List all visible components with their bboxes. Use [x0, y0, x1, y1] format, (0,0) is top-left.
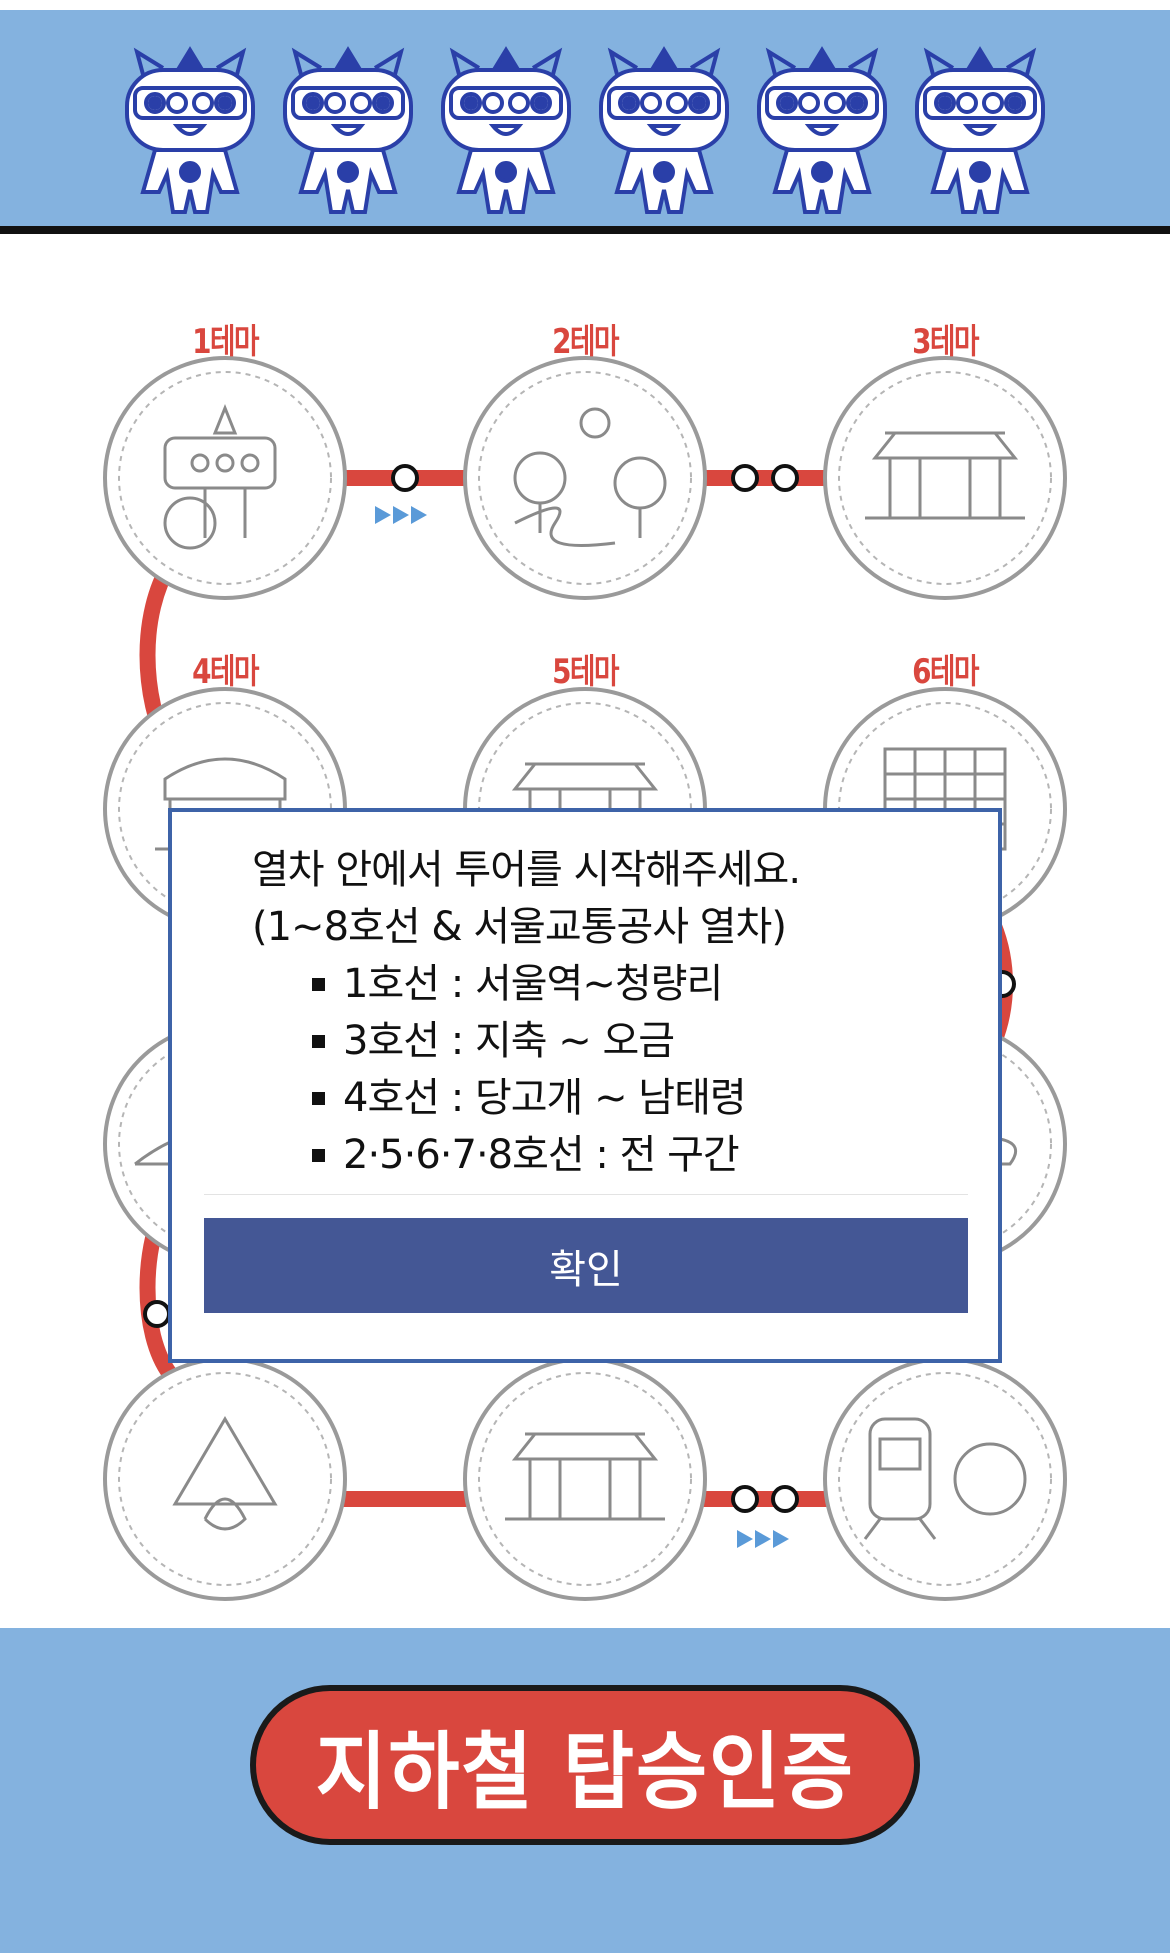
theme-stop-11[interactable]	[823, 1357, 1067, 1601]
mascot-stamp-icon	[163, 403, 277, 550]
subway-mascot-icon	[905, 42, 1055, 232]
theme-stop-9[interactable]	[103, 1357, 347, 1601]
train-mascot-icon	[863, 1417, 1027, 1540]
subway-mascot-icon	[589, 42, 739, 232]
list-item: 4호선 : 당고개 ~ 남태령	[312, 1070, 952, 1127]
station-dot	[771, 1485, 799, 1513]
theme-stop-1[interactable]	[103, 356, 347, 600]
palace-icon	[865, 431, 1025, 520]
subway-boarding-verify-button[interactable]: 지하철 탑승인증	[250, 1685, 920, 1845]
line-section-list: 1호선 : 서울역~청량리 3호선 : 지축 ~ 오금 4호선 : 당고개 ~ …	[252, 956, 952, 1184]
gate-icon	[505, 1432, 665, 1521]
cta-label: 지하철 탑승인증	[315, 1722, 855, 1821]
theme-label-4: 4테마	[192, 652, 259, 692]
park-landscape-icon	[513, 407, 667, 547]
dialog-message: 열차 안에서 투어를 시작해주세요.	[252, 847, 801, 893]
station-dot	[771, 464, 799, 492]
subway-mascot-icon	[115, 42, 265, 232]
list-item-text: 3호선 : 지축 ~ 오금	[343, 1018, 675, 1064]
station-dot	[391, 464, 419, 492]
subway-mascot-icon	[273, 42, 423, 232]
list-item: 2·5·6·7·8호선 : 전 구간	[312, 1127, 952, 1184]
station-dot	[731, 464, 759, 492]
list-item: 3호선 : 지축 ~ 오금	[312, 1013, 952, 1070]
confirm-label: 확인	[549, 1246, 623, 1293]
dialog-divider	[204, 1194, 968, 1195]
mascot-row	[115, 42, 1055, 232]
bullet-icon	[312, 1092, 325, 1105]
theme-label-1: 1테마	[192, 322, 259, 362]
subway-mascot-icon	[431, 42, 581, 232]
theme-label-6: 6테마	[912, 652, 979, 692]
theme-label-5: 5테마	[552, 652, 619, 692]
theme-label-2: 2테마	[552, 322, 619, 362]
theme-stop-3[interactable]	[823, 356, 1067, 600]
subway-mascot-icon	[747, 42, 897, 232]
tour-start-dialog: 열차 안에서 투어를 시작해주세요. (1~8호선 & 서울교통공사 열차) 1…	[168, 808, 1002, 1363]
station-dot	[731, 1485, 759, 1513]
theme-stop-2[interactable]	[463, 356, 707, 600]
list-item-text: 2·5·6·7·8호선 : 전 구간	[343, 1132, 740, 1178]
bullet-icon	[312, 1149, 325, 1162]
dialog-body: 열차 안에서 투어를 시작해주세요. (1~8호선 & 서울교통공사 열차) 1…	[252, 842, 952, 1184]
list-item: 1호선 : 서울역~청량리	[312, 956, 952, 1013]
header-divider	[0, 226, 1170, 234]
dialog-subtitle: (1~8호선 & 서울교통공사 열차)	[252, 904, 787, 950]
recycle-icon	[172, 1416, 278, 1531]
theme-label-3: 3테마	[912, 322, 979, 362]
bullet-icon	[312, 978, 325, 991]
confirm-button[interactable]: 확인	[204, 1218, 968, 1313]
list-item-text: 4호선 : 당고개 ~ 남태령	[343, 1075, 747, 1121]
bullet-icon	[312, 1035, 325, 1048]
header-banner	[0, 0, 1170, 232]
list-item-text: 1호선 : 서울역~청량리	[343, 961, 723, 1007]
station-dot	[143, 1300, 171, 1328]
theme-stop-10[interactable]	[463, 1357, 707, 1601]
